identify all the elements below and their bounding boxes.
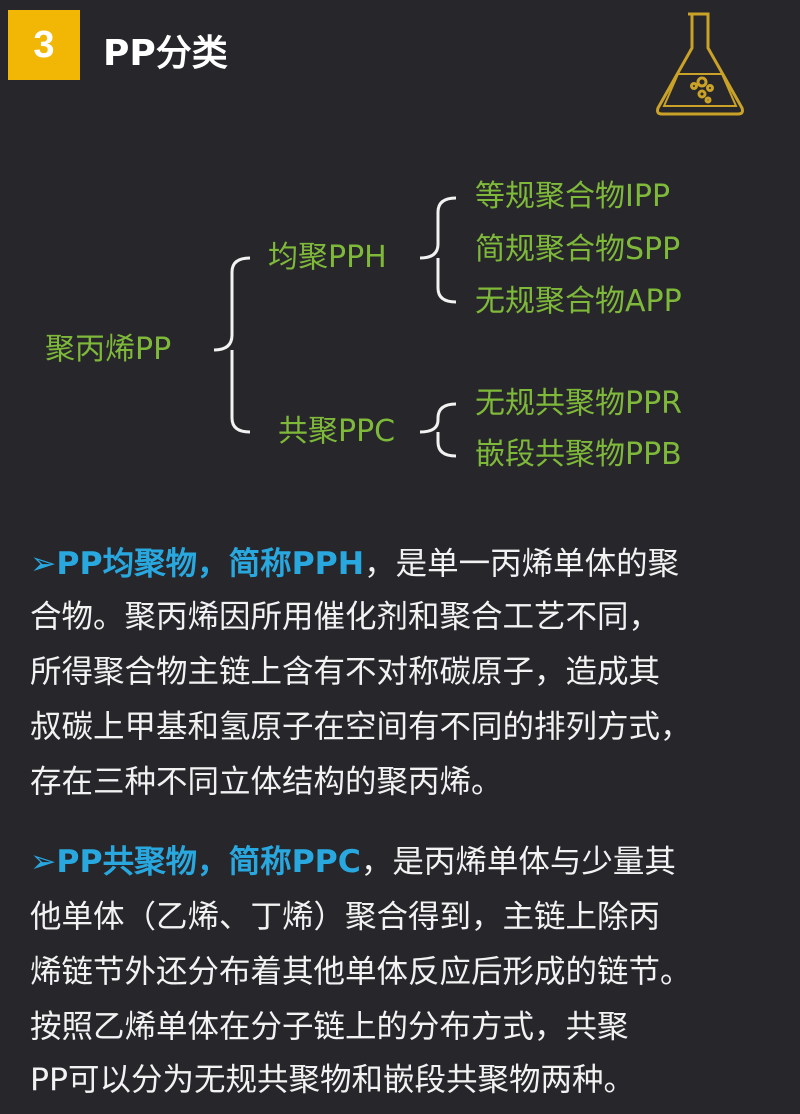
tree-leaf: 简规聚合物SPP [475, 232, 681, 267]
paragraph-highlight: ➢PP共聚物，简称PPC [30, 844, 361, 880]
page-title: PP分类 [103, 33, 228, 74]
tree-root: 聚丙烯PP [45, 332, 172, 367]
paragraph-line: ➢PP共聚物，简称PPC，是丙烯单体与少量其 [30, 844, 676, 880]
paragraph-highlight: ➢PP均聚物，简称PPH [30, 546, 365, 582]
tree-branch-homopolymer: 均聚PPH [268, 240, 387, 275]
tree-brackets [213, 196, 457, 458]
paragraph-line: 所得聚合物主链上含有不对称碳原子，造成其 [30, 654, 661, 690]
paragraph-line: 合物。聚丙烯因所用催化剂和聚合工艺不同， [30, 599, 661, 635]
paragraph-line: 烯链节外还分布着其他单体反应后形成的链节。 [30, 954, 692, 990]
line-text: ，是丙烯单体与少量其 [360, 844, 676, 880]
paragraph-line: ➢PP均聚物，简称PPH，是单一丙烯单体的聚 [30, 546, 680, 582]
paragraph-line: 叔碳上甲基和氢原子在空间有不同的排列方式， [30, 709, 692, 745]
paragraph-line: 存在三种不同立体结构的聚丙烯。 [30, 764, 503, 800]
section-number-badge: 3 [8, 10, 80, 80]
tree-leaf: 等规聚合物IPP [475, 179, 671, 214]
paragraph-line: PP可以分为无规共聚物和嵌段共聚物两种。 [30, 1062, 635, 1098]
tree-leaf: 无规共聚物PPR [475, 386, 683, 421]
paragraph-line: 他单体（乙烯、丁烯）聚合得到，主链上除丙 [30, 899, 661, 935]
line-text: ，是单一丙烯单体的聚 [364, 546, 680, 582]
tree-branch-copolymer: 共聚PPC [278, 414, 396, 449]
flask-icon [656, 12, 744, 116]
paragraph-line: 按照乙烯单体在分子链上的分布方式，共聚 [30, 1009, 629, 1045]
tree-leaf: 无规聚合物APP [475, 284, 682, 319]
tree-leaf: 嵌段共聚物PPB [475, 437, 682, 472]
